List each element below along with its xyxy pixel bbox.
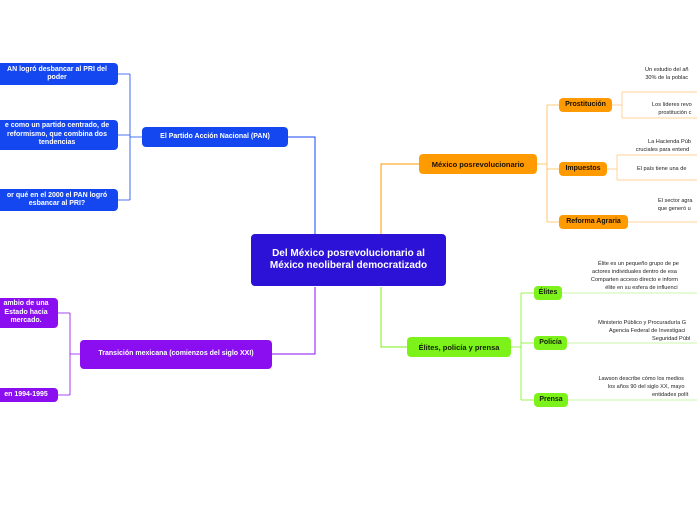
leaf-line: Seguridad Públ	[652, 336, 691, 343]
subtopic-prostitucion[interactable]: Prostitución	[559, 98, 612, 112]
subtopic-label: Prensa	[539, 395, 563, 403]
connector-central-transicion	[272, 287, 316, 355]
subtopic-transicion-estado[interactable]: ambio de una Estado hacia mercado.	[0, 298, 58, 328]
leaf-policia-ministerio: Ministerio Público y Procuraduría G Agen…	[594, 319, 690, 343]
leaf-line: entidades polít	[652, 392, 689, 399]
central-topic[interactable]: Del México posrevolucionario al México n…	[251, 234, 446, 286]
connector-elites-leaves	[562, 292, 697, 401]
leaf-line: 30% de la poblac	[645, 75, 689, 82]
subtopic-label: ambio de una Estado hacia mercado.	[3, 300, 49, 325]
leaf-line: actores individuales dentro de esa	[591, 269, 677, 276]
main-topic-mexico-posrevolucionario[interactable]: México posrevolucionario	[419, 154, 537, 174]
subtopic-reforma-agraria[interactable]: Reforma Agraria	[559, 215, 628, 229]
subtopic-label: Élites	[538, 288, 558, 296]
subtopic-prensa[interactable]: Prensa	[534, 393, 568, 407]
leaf-line: La Hacienda Púb	[648, 139, 691, 145]
main-topic-pan[interactable]: El Partido Acción Nacional (PAN)	[142, 127, 288, 147]
leaf-line: prostitución c	[658, 110, 692, 117]
leaf-line: los años 90 del siglo XX, mayo	[607, 384, 685, 391]
connector-central-elites	[380, 287, 407, 348]
leaf-line: que generó u	[657, 206, 691, 213]
main-topic-elites-label: Élites, policía y prensa	[418, 342, 500, 352]
leaf-line: El país tiene una de	[637, 166, 687, 172]
main-topic-transicion[interactable]: Transición mexicana (comienzos del siglo…	[80, 340, 272, 369]
subtopic-label: or qué en el 2000 el PAN logró esbancar …	[6, 191, 108, 207]
leaf-line: El sector agra	[658, 198, 693, 204]
leaf-line: Comparten acceso directo e inform	[590, 277, 678, 284]
subtopic-pan-desbancar[interactable]: AN logró desbancar al PRI del poder	[0, 63, 118, 85]
subtopic-pan-2000[interactable]: or qué en el 2000 el PAN logró esbancar …	[0, 189, 118, 211]
connector-elites-topics	[511, 292, 534, 401]
main-topic-elites-policia-prensa[interactable]: Élites, policía y prensa	[407, 337, 511, 357]
subtopic-label: Prostitución	[565, 100, 606, 108]
leaf-line: Los líderes revo	[652, 102, 692, 108]
subtopic-elites[interactable]: Élites	[534, 286, 562, 300]
subtopic-pan-centrado[interactable]: e como un partido centrado, de reformism…	[0, 120, 118, 150]
leaf-line: Agencia Federal de Investigaci	[608, 328, 686, 335]
subtopic-label: Policía	[539, 338, 562, 346]
leaf-line: élite en su esfera de influenci	[605, 285, 678, 292]
leaf-elites-definicion: Élite es un pequeño grupo de pe actores …	[590, 260, 679, 292]
leaf-line: Lawson describe cómo los medios	[598, 376, 684, 382]
leaf-reforma-sector: El sector agra que generó u	[656, 197, 693, 213]
leaf-impuestos-hacienda: La Hacienda Púb cruciales para entend	[634, 138, 691, 154]
connector-pan-children	[118, 73, 142, 201]
subtopic-label: Impuestos	[565, 164, 601, 172]
subtopic-label: AN logró desbancar al PRI del poder	[7, 65, 107, 81]
subtopic-label: en 1994-1995	[4, 390, 48, 398]
subtopic-label: Reforma Agraria	[566, 217, 621, 225]
leaf-line: Un estudio del añ	[645, 67, 689, 73]
subtopic-policia[interactable]: Policía	[534, 336, 567, 350]
connector-central-mexico	[380, 163, 419, 234]
central-topic-label: Del México posrevolucionario al México n…	[269, 248, 428, 271]
main-topic-pan-label: El Partido Acción Nacional (PAN)	[160, 132, 270, 140]
main-topic-mexico-label: México posrevolucionario	[431, 159, 525, 169]
subtopic-transicion-1994[interactable]: en 1994-1995	[0, 388, 58, 402]
connector-mexico-topics	[537, 104, 559, 223]
leaf-line: Ministerio Público y Procuraduría G	[598, 320, 687, 326]
main-topic-transicion-label: Transición mexicana (comienzos del siglo…	[98, 350, 254, 358]
leaf-line: cruciales para entend	[635, 147, 690, 154]
leaf-line: Élite es un pequeño grupo de pe	[598, 261, 679, 267]
subtopic-impuestos[interactable]: Impuestos	[559, 162, 607, 176]
leaf-prostitucion-lideres: Los líderes revo prostitución c	[652, 101, 692, 117]
leaf-prensa-lawson: Lawson describe cómo los medios los años…	[594, 375, 688, 399]
connector-transicion-children	[58, 312, 80, 396]
connector-mexico-leaves	[607, 91, 697, 223]
leaf-prostitucion-estudio: Un estudio del añ 30% de la poblac	[645, 66, 689, 82]
connector-central-pan	[288, 136, 316, 234]
leaf-impuestos-pais: El país tiene una de	[637, 165, 686, 173]
subtopic-label: e como un partido centrado, de reformism…	[4, 122, 110, 147]
